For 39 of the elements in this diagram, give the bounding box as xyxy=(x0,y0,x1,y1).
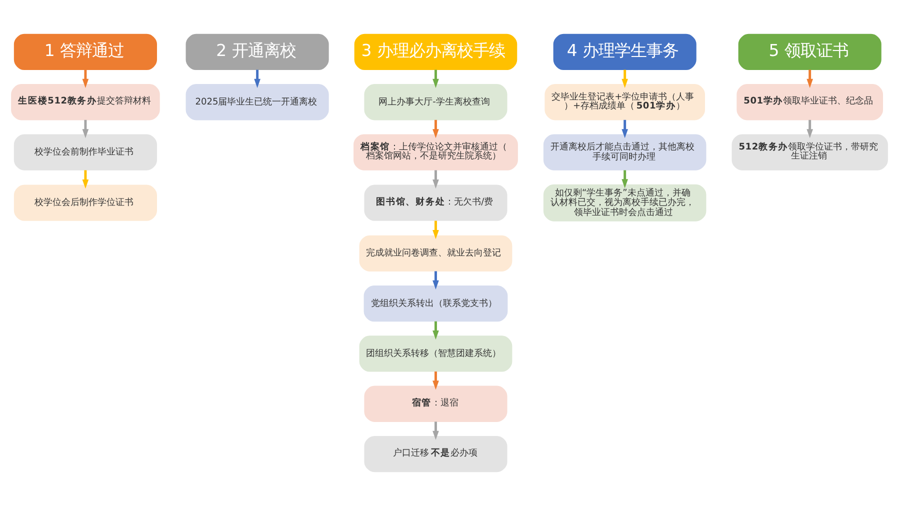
node-box: 校学位会前制作毕业证书 xyxy=(14,134,157,170)
node-box: 1 答辩通过 xyxy=(14,33,157,70)
node-box: 4 办理学生事务 xyxy=(553,33,696,70)
arrow xyxy=(432,270,439,289)
node-box: 党组织关系转出（联系党支书） xyxy=(364,284,508,322)
arrow xyxy=(432,371,439,390)
arrow xyxy=(82,69,89,88)
arrow xyxy=(254,69,260,88)
node-box: 3 办理必办离校手续 xyxy=(354,33,518,70)
node-box: 户口迁移不是必办项 xyxy=(364,435,508,472)
arrow xyxy=(82,119,89,138)
node-box: 档案馆：上传学位论文并审核通过（档案馆网站，不是研究生院系统） xyxy=(354,134,518,170)
arrow xyxy=(432,320,439,340)
node-box: 图书馆、财务处：无欠书/费 xyxy=(364,184,508,220)
arrow xyxy=(432,119,439,138)
arrow xyxy=(806,69,814,88)
arrow xyxy=(806,119,814,138)
arrow xyxy=(622,170,628,188)
node-box: 交毕业生登记表+学位申请书（人事）+存档成绩单（501学办） xyxy=(544,84,705,120)
arrow xyxy=(82,170,89,188)
node-box: 网上办事大厅-学生离校查询 xyxy=(364,84,508,120)
arrow xyxy=(622,69,628,88)
arrow xyxy=(432,421,439,440)
node-box: 宿管：退宿 xyxy=(364,385,508,422)
node-box: 512教务办领取学位证书，带研究生证注销 xyxy=(732,134,888,170)
node-box: 开通离校后才能点击通过，其他离校手续可同时办理 xyxy=(543,134,706,170)
node-box: 2 开通离校 xyxy=(186,33,329,70)
node-box: 团组织关系转移（智慧团建系统） xyxy=(359,335,512,372)
arrow xyxy=(432,170,439,188)
node-box: 生医楼512教务办提交答辩材料 xyxy=(11,84,160,120)
node-box: 完成就业问卷调查、就业去向登记 xyxy=(359,234,512,271)
arrow xyxy=(432,69,439,88)
arrow xyxy=(622,119,628,138)
node-box: 校学位会后制作学位证书 xyxy=(14,184,157,220)
node-box: 如仅剩“学生事务”未点通过，并确认材料已交，视为离校手续已办完，领毕业证书时会点击通过 xyxy=(543,184,706,221)
node-box: 501学办领取毕业证书、纪念品 xyxy=(736,84,884,120)
arrow xyxy=(432,220,439,239)
node-box: 5 领取证书 xyxy=(738,33,882,70)
node-box: 2025届毕业生已统一开通离校 xyxy=(186,84,329,120)
